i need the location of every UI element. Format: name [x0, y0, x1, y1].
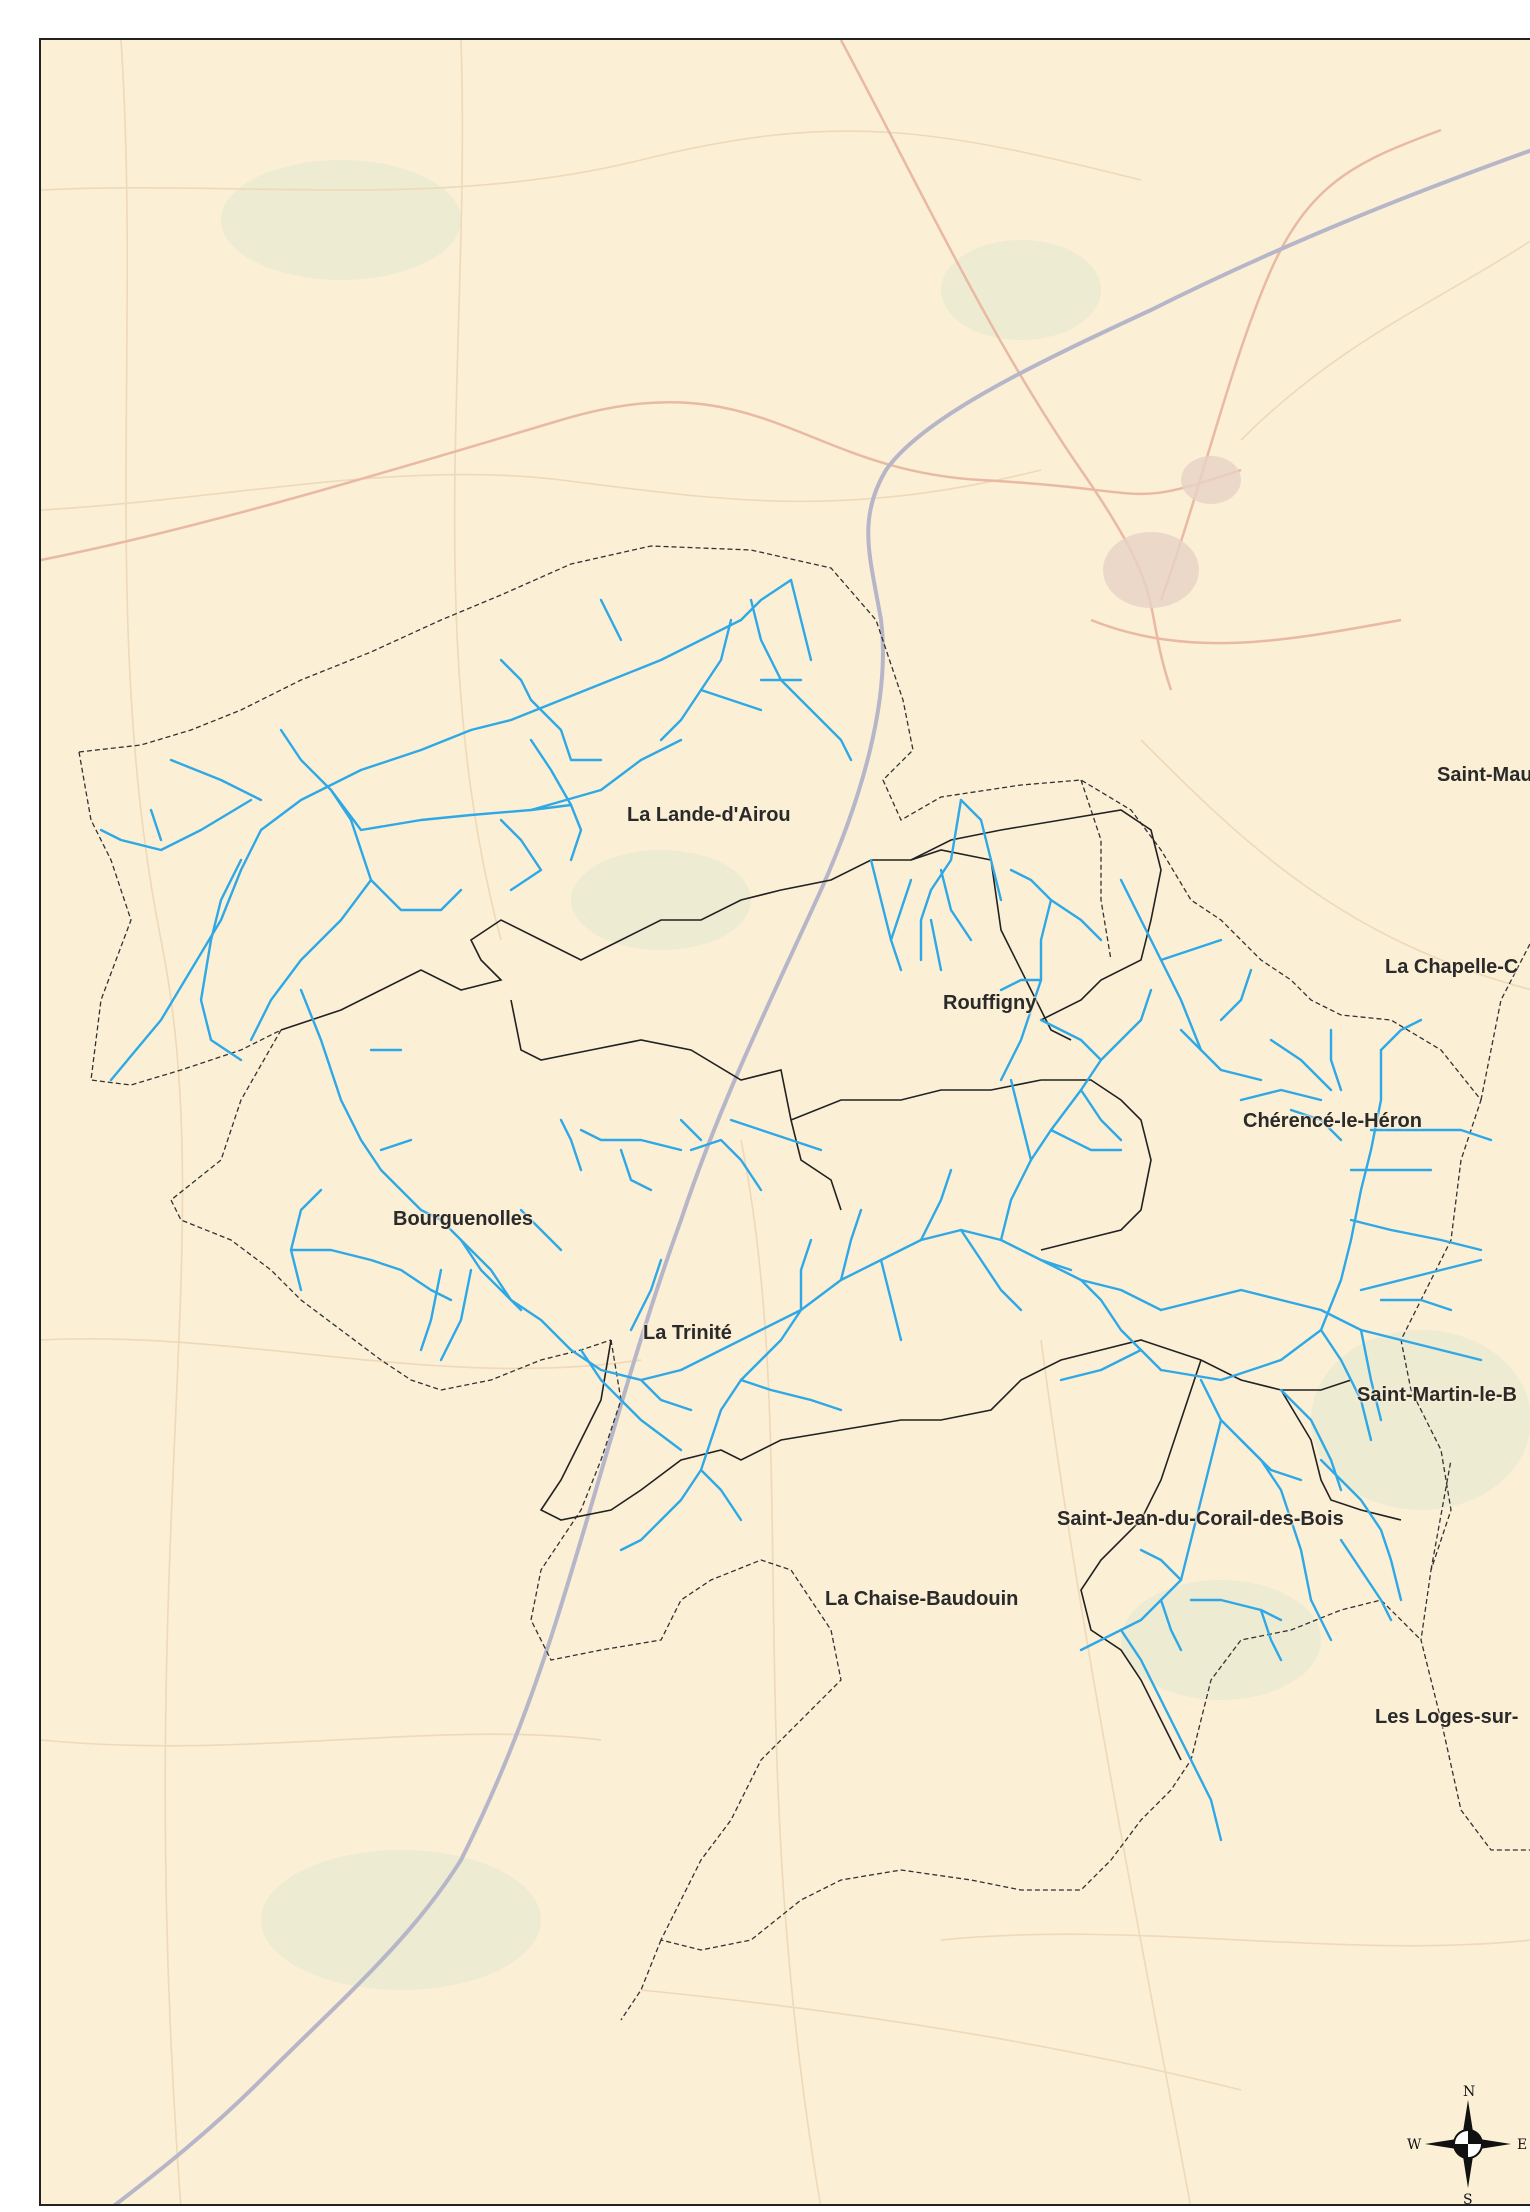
water-network	[99, 578, 1493, 1842]
town-areas	[1103, 456, 1241, 608]
place-label-la-trinite: La Trinité	[643, 1322, 732, 1344]
place-label-saint-martin-le-b: Saint-Martin-le-B	[1357, 1384, 1517, 1406]
place-label-saint-jean-du-corail-des-bois: Saint-Jean-du-Corail-des-Bois	[1057, 1508, 1344, 1530]
place-label-la-chapelle-c: La Chapelle-C	[1385, 956, 1519, 978]
commune-boundaries	[78, 545, 1530, 2021]
railway-line	[112, 148, 1530, 2204]
terrain-patches	[221, 160, 1530, 1990]
main-roads	[41, 40, 1442, 691]
place-label-saint-mau: Saint-Mau	[1437, 764, 1530, 786]
map-canvas[interactable]	[41, 40, 1530, 2206]
place-label-bourguenolles: Bourguenolles	[393, 1208, 534, 1230]
place-label-la-lande-dairou: La Lande-d'Airou	[627, 804, 791, 826]
compass-rose-icon: N S W E	[1407, 2084, 1527, 2206]
place-label-les-loges-sur: Les Loges-sur-	[1375, 1706, 1519, 1728]
compass-west-label: W	[1407, 2137, 1422, 2153]
compass-north-label: N	[1463, 2084, 1475, 2100]
map-frame[interactable]: La Lande-d'Airou Rouffigny Chérencé-le-H…	[39, 38, 1530, 2206]
compass-south-label: S	[1463, 2192, 1473, 2206]
minor-roads	[41, 40, 1530, 2204]
place-label-cherence-le-heron: Chérencé-le-Héron	[1243, 1110, 1422, 1132]
compass-east-label: E	[1517, 2137, 1527, 2153]
place-label-la-chaise-baudouin: La Chaise-Baudouin	[825, 1588, 1019, 1610]
place-label-rouffigny: Rouffigny	[943, 992, 1037, 1014]
